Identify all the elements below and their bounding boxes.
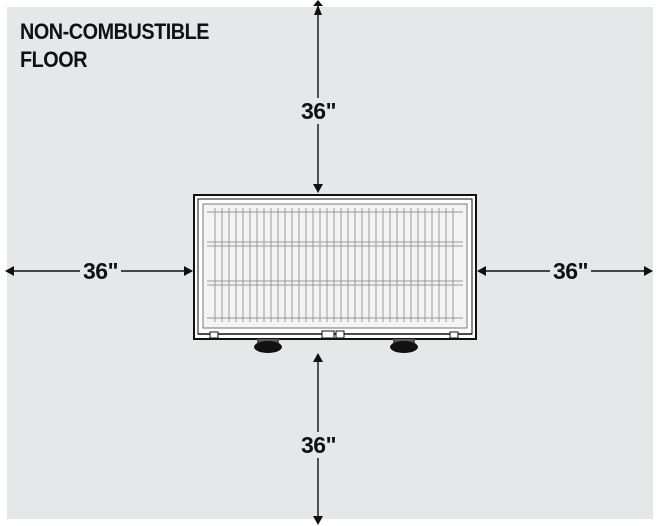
appliance-top-view — [193, 194, 477, 353]
bottom-clearance-arrowheads — [313, 353, 323, 525]
top-clearance-arrowheads — [313, 0, 323, 193]
left-clearance-arrowheads — [5, 266, 193, 276]
left-clearance-label: 36" — [80, 258, 121, 284]
floor-label-line-2: FLOOR — [20, 47, 88, 72]
cooking-grate — [207, 208, 463, 322]
bottom-clearance-label: 36" — [298, 432, 339, 458]
right-clearance-arrowheads — [477, 266, 653, 276]
floor-label: NON-COMBUSTIBLE FLOOR — [20, 18, 209, 74]
control-knob-right — [390, 339, 418, 353]
control-knob-left — [254, 339, 282, 353]
top-clearance-label: 36" — [298, 98, 339, 124]
right-clearance-label: 36" — [550, 258, 591, 284]
floor-label-line-1: NON-COMBUSTIBLE — [20, 19, 210, 44]
